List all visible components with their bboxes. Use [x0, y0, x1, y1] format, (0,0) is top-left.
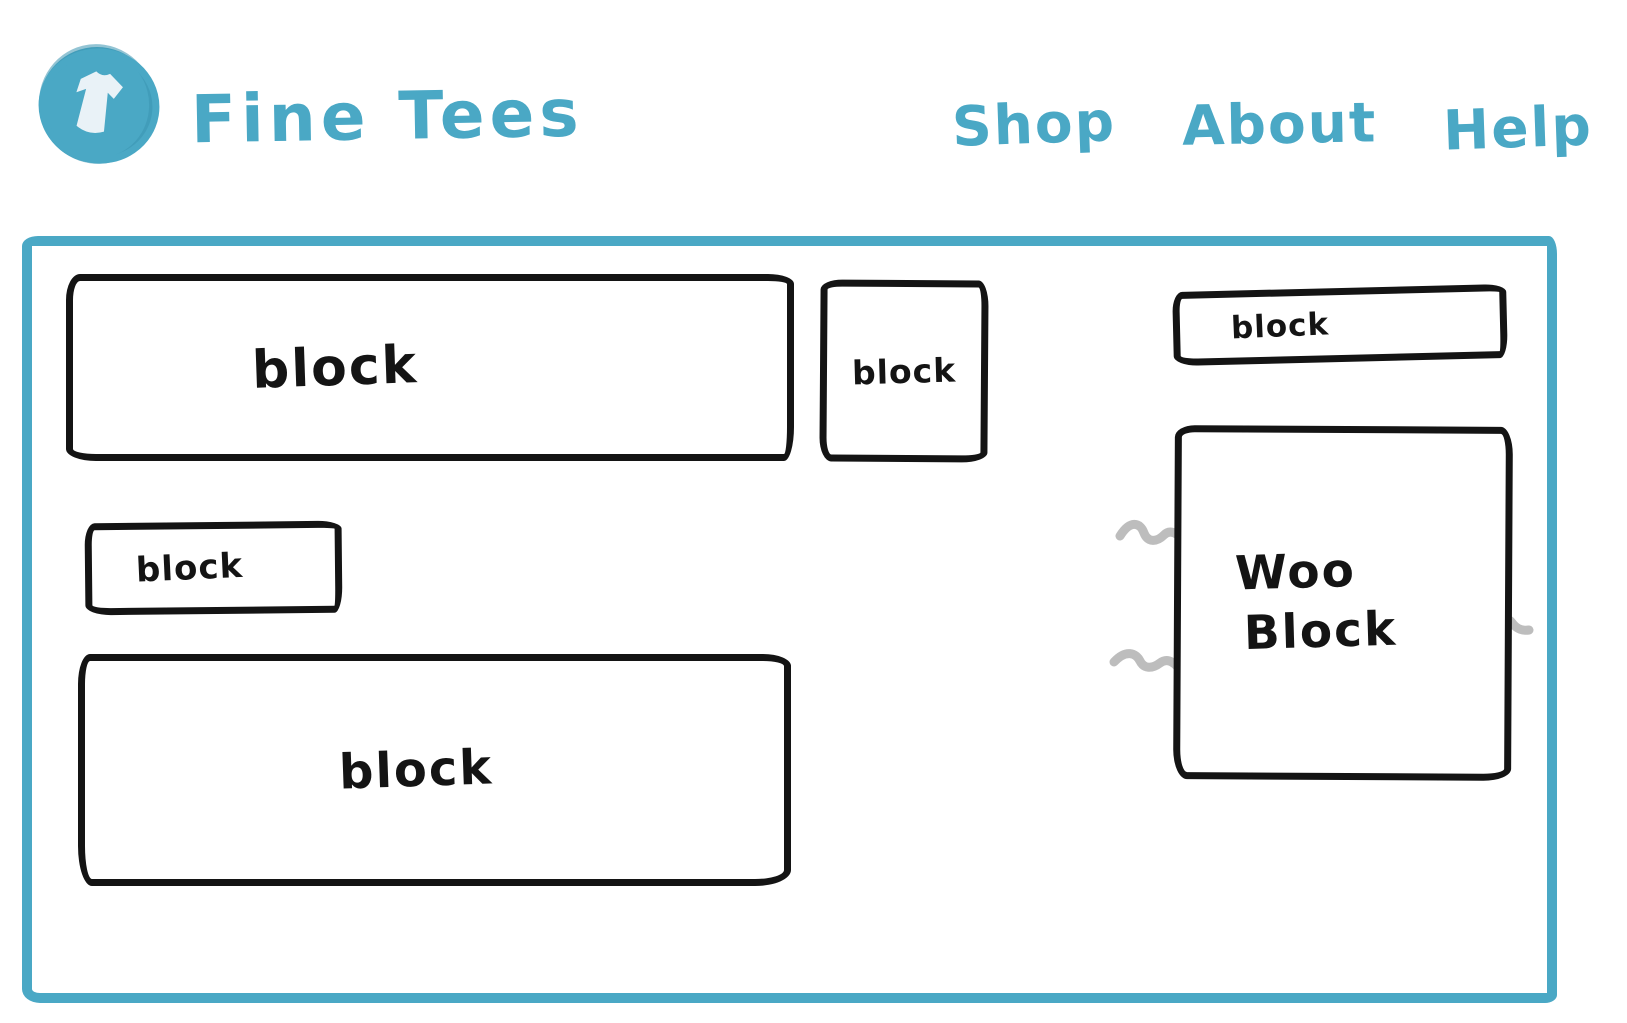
- main-nav: Shop About Help: [950, 89, 1594, 162]
- footer-block-label: block: [338, 739, 495, 801]
- hero-block: block: [66, 274, 794, 461]
- nav-item-shop[interactable]: Shop: [950, 89, 1118, 159]
- woo-block-label-line1: Woo: [1233, 543, 1357, 602]
- feature-block: block: [84, 520, 343, 616]
- woo-block-label-line2: Block: [1243, 601, 1399, 662]
- tshirt-icon: [33, 36, 165, 172]
- woo-block: Woo Block: [1173, 425, 1513, 781]
- square-block-label: block: [851, 350, 957, 392]
- footer-block: block: [78, 654, 791, 886]
- nav-item-help[interactable]: Help: [1442, 93, 1594, 163]
- page-canvas: block block block block block Woo Block: [22, 236, 1557, 1003]
- square-block: block: [819, 279, 989, 463]
- brand-home-link[interactable]: Fine Tees: [33, 36, 584, 172]
- hero-block-label: block: [250, 334, 420, 401]
- banner-block-label: block: [1230, 306, 1330, 347]
- brand-title: Fine Tees: [190, 74, 585, 159]
- feature-block-label: block: [135, 545, 244, 591]
- nav-item-about[interactable]: About: [1181, 90, 1378, 158]
- banner-block: block: [1172, 283, 1508, 367]
